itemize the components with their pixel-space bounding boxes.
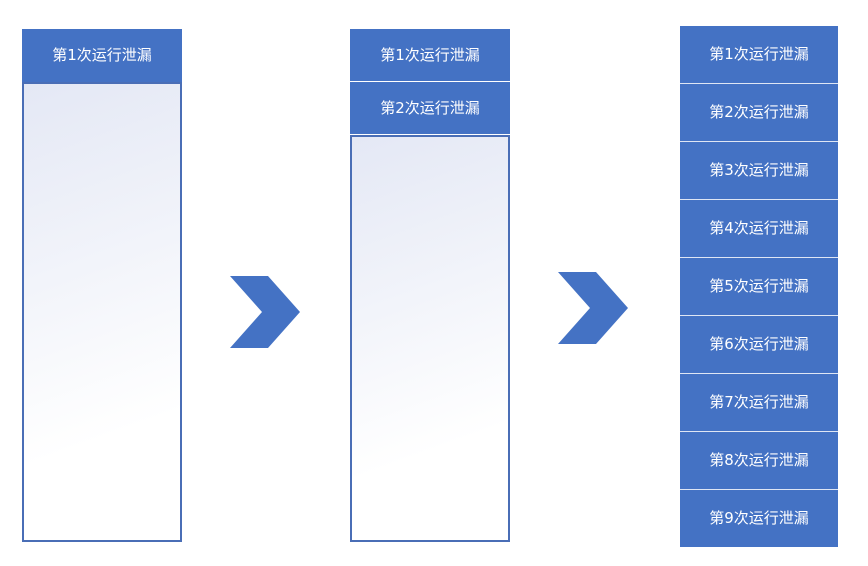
chevron-right-icon [230, 276, 300, 348]
leak-run-1-box: 第1次运行泄漏 [22, 29, 182, 82]
chevron-right-icon [558, 272, 628, 344]
leak-run-8-box: 第8次运行泄漏 [680, 432, 838, 490]
stage-3-column: 第1次运行泄漏 第2次运行泄漏 第3次运行泄漏 第4次运行泄漏 第5次运行泄漏 … [680, 26, 838, 547]
leak-run-2-box: 第2次运行泄漏 [350, 82, 510, 135]
empty-container [350, 135, 510, 542]
leak-run-1-box: 第1次运行泄漏 [680, 26, 838, 84]
leak-run-4-box: 第4次运行泄漏 [680, 200, 838, 258]
empty-container [22, 82, 182, 542]
leak-run-1-box: 第1次运行泄漏 [350, 29, 510, 82]
leak-run-6-box: 第6次运行泄漏 [680, 316, 838, 374]
leak-run-2-box: 第2次运行泄漏 [680, 84, 838, 142]
leak-run-7-box: 第7次运行泄漏 [680, 374, 838, 432]
leak-run-9-box: 第9次运行泄漏 [680, 490, 838, 547]
leak-run-3-box: 第3次运行泄漏 [680, 142, 838, 200]
stage-1-column: 第1次运行泄漏 [22, 29, 182, 542]
leak-run-5-box: 第5次运行泄漏 [680, 258, 838, 316]
stage-2-column: 第1次运行泄漏 第2次运行泄漏 [350, 29, 510, 542]
